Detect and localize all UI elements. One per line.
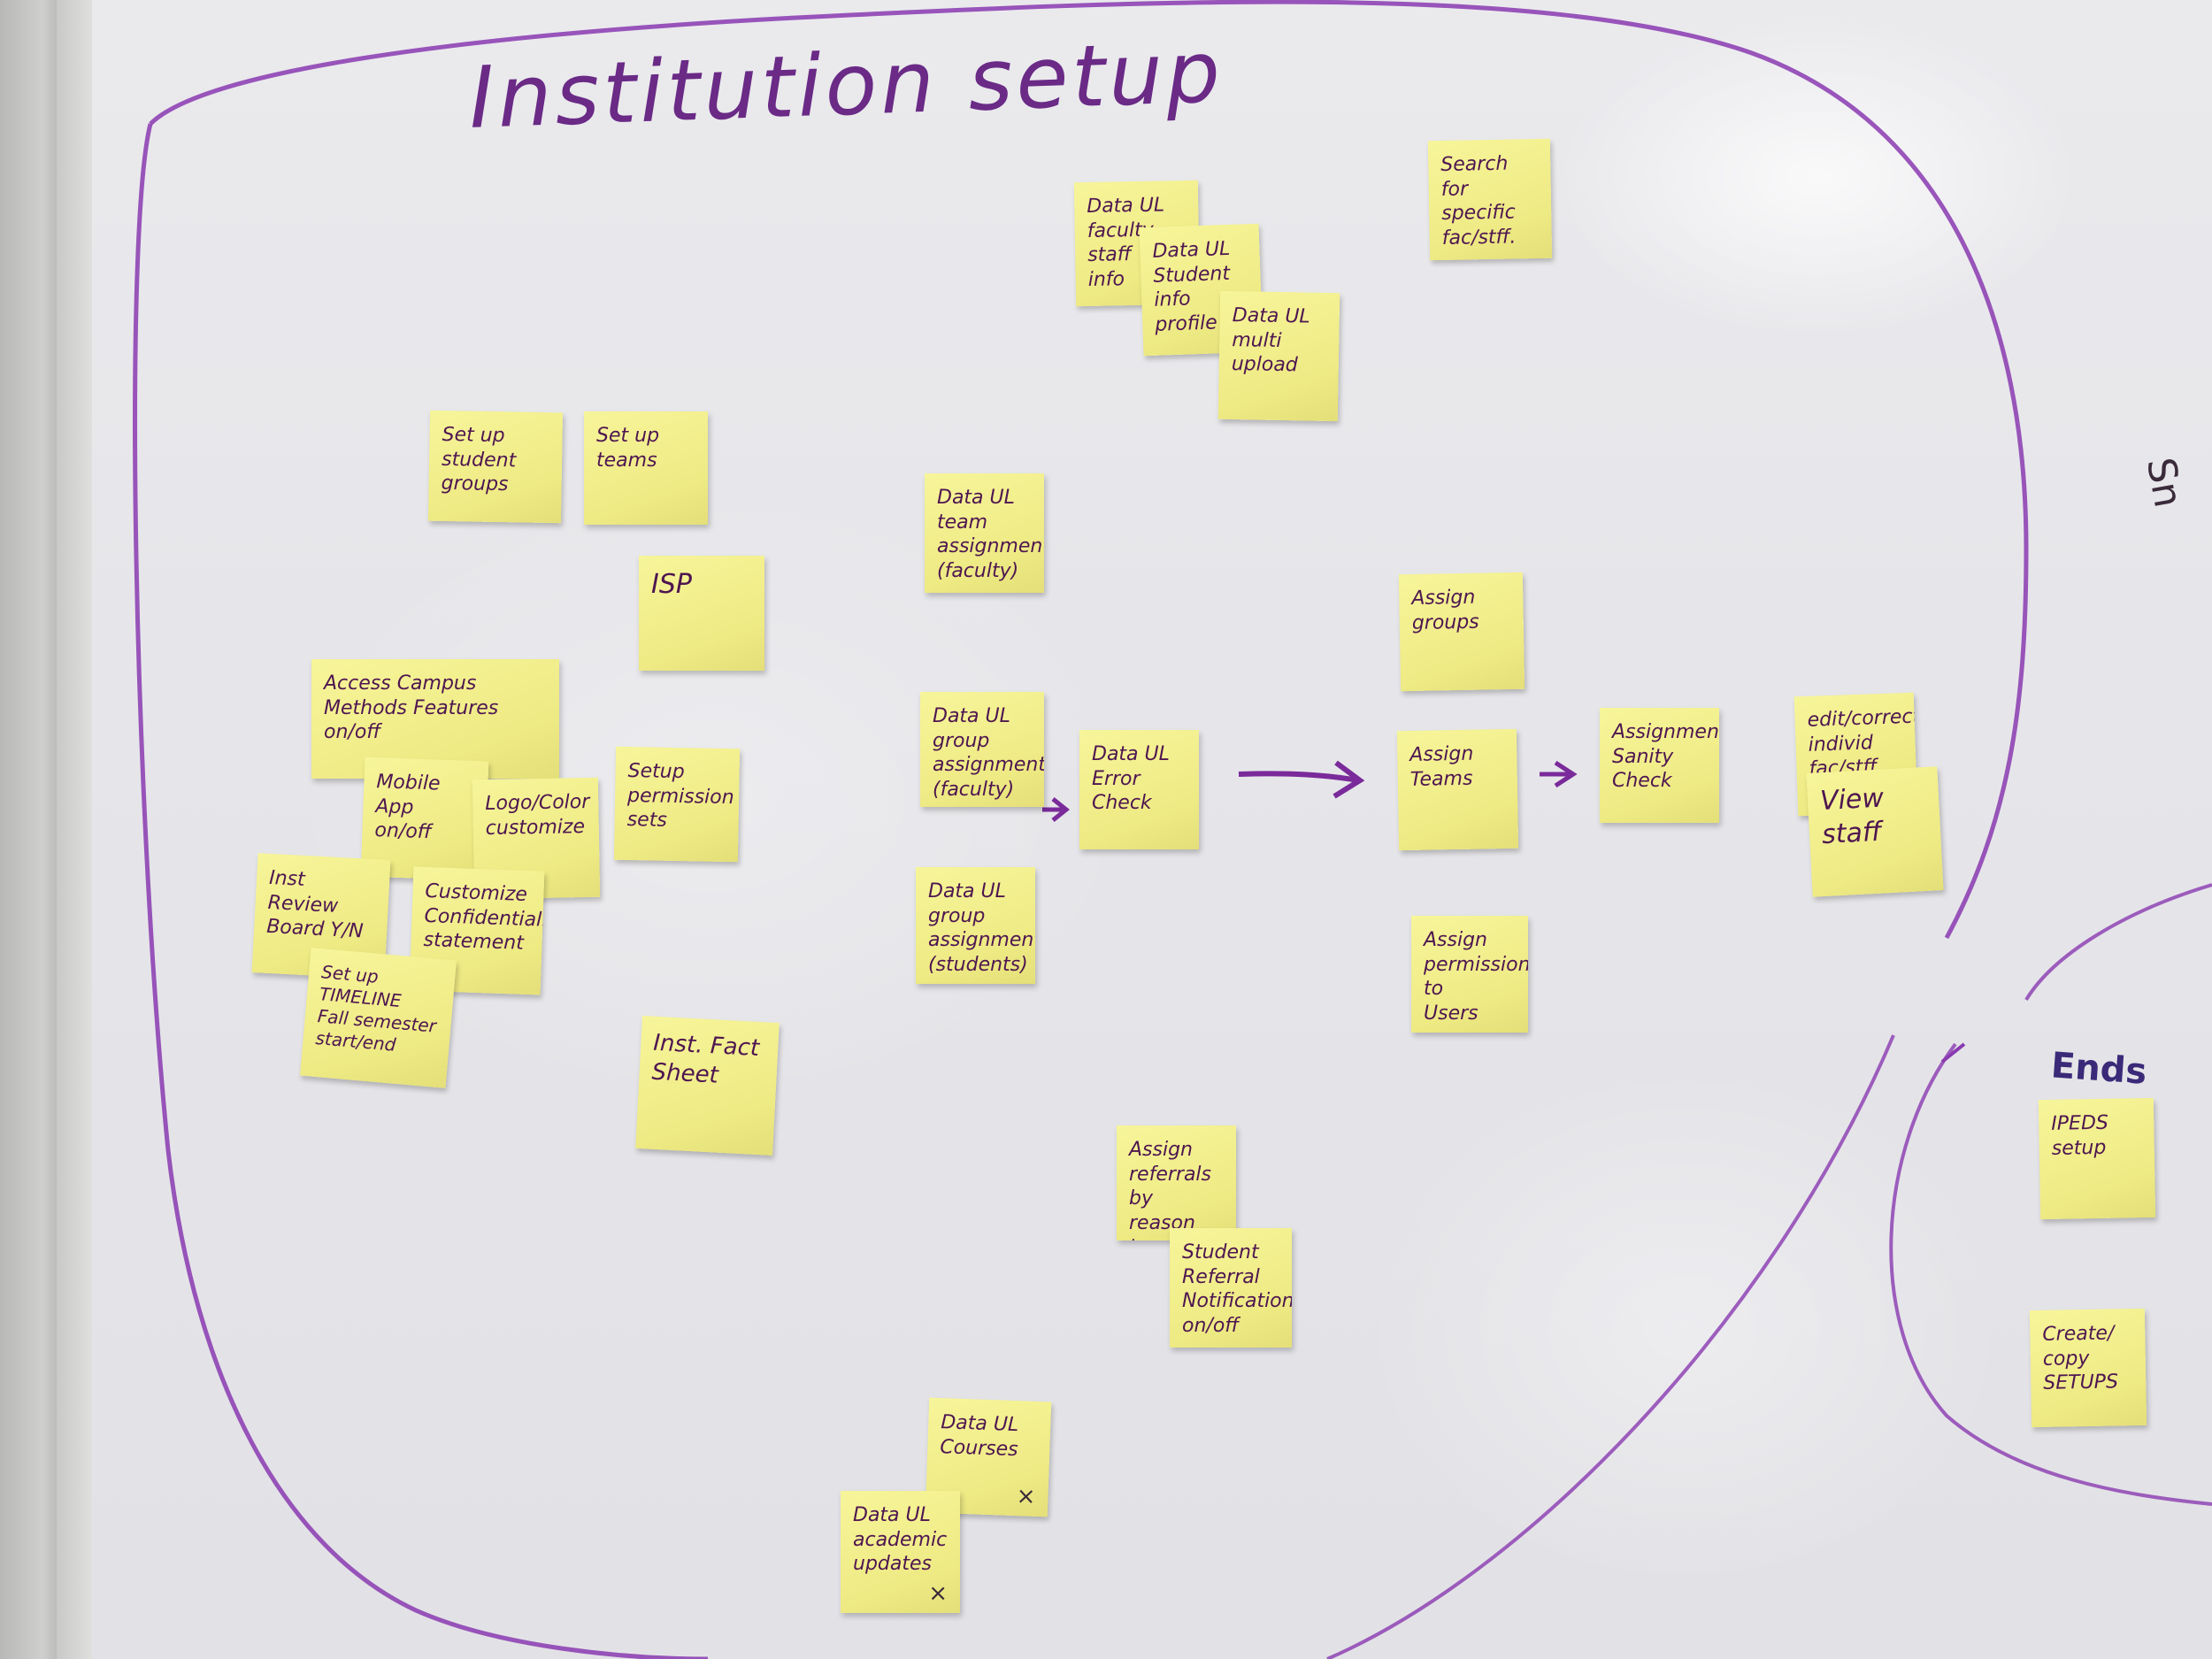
ends-separator — [1940, 1042, 1966, 1064]
sticky-note: Data UL multi upload — [1217, 290, 1340, 422]
ends-loop-lower — [1889, 1042, 2212, 1506]
x-mark: × — [928, 1579, 948, 1607]
arrow-to-assign — [1238, 760, 1365, 799]
x-mark: × — [1016, 1482, 1037, 1510]
boundary-loop — [149, 0, 2029, 940]
boundary-bottom — [1326, 1034, 1895, 1659]
sticky-note: Set up TIMELINE Fall semester start/end — [299, 948, 457, 1088]
sticky-note: Data UL academic updates × — [841, 1491, 960, 1613]
sticky-note: Assign groups — [1398, 572, 1525, 692]
sticky-note: Data UL group assignment (faculty) — [920, 692, 1044, 807]
ends-loop — [2024, 883, 2212, 1002]
sticky-note: Data UL Error Check — [1079, 730, 1199, 849]
sticky-note: Data UL team assignments (faculty) — [925, 473, 1044, 593]
sticky-note: ISP — [639, 556, 764, 671]
sticky-note: Create/ copy SETUPS — [2029, 1308, 2147, 1428]
sticky-note: Set up student groups — [427, 410, 564, 524]
boundary-left — [133, 123, 709, 1659]
sticky-note: Student Referral Notification on/off — [1170, 1228, 1292, 1348]
sticky-note: Assign Teams — [1396, 728, 1519, 851]
arrow-to-error-check — [1042, 797, 1071, 822]
edge-scribble: Sn — [2137, 454, 2191, 511]
arrow-to-sanity-check — [1540, 760, 1578, 788]
sticky-note: Assign referrals by reason to person — [1117, 1125, 1236, 1240]
sticky-note: IPEDS setup — [2038, 1097, 2156, 1220]
sticky-note: Inst. Fact Sheet — [635, 1016, 780, 1156]
sticky-note: Setup permission sets — [613, 746, 741, 863]
ends-label: Ends — [2049, 1045, 2148, 1093]
sticky-note: Data UL group assignments (students) — [916, 867, 1035, 984]
sticky-note: Search for specific fac/stff. — [1427, 138, 1553, 261]
sticky-note: Assignment Sanity Check — [1600, 708, 1719, 823]
sticky-note: Set up teams — [584, 411, 708, 525]
sticky-note: View staff — [1806, 766, 1944, 897]
